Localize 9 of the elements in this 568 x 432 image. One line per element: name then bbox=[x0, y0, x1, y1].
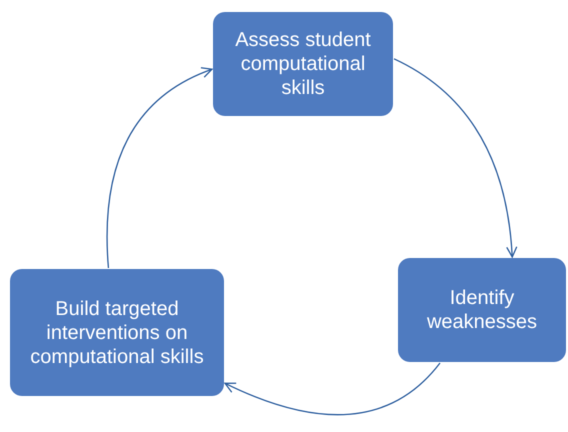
process-box bbox=[213, 12, 393, 116]
box-label: Assess student computational skills bbox=[234, 28, 372, 100]
process-box bbox=[398, 258, 566, 362]
process-box bbox=[10, 269, 224, 396]
curved-arrow bbox=[224, 362, 440, 416]
box-label: Identify weaknesses bbox=[426, 286, 538, 334]
curved-arrow bbox=[106, 68, 213, 268]
box-label: Build targeted interventions on computational skills bbox=[29, 296, 205, 368]
curved-arrow bbox=[394, 58, 518, 258]
